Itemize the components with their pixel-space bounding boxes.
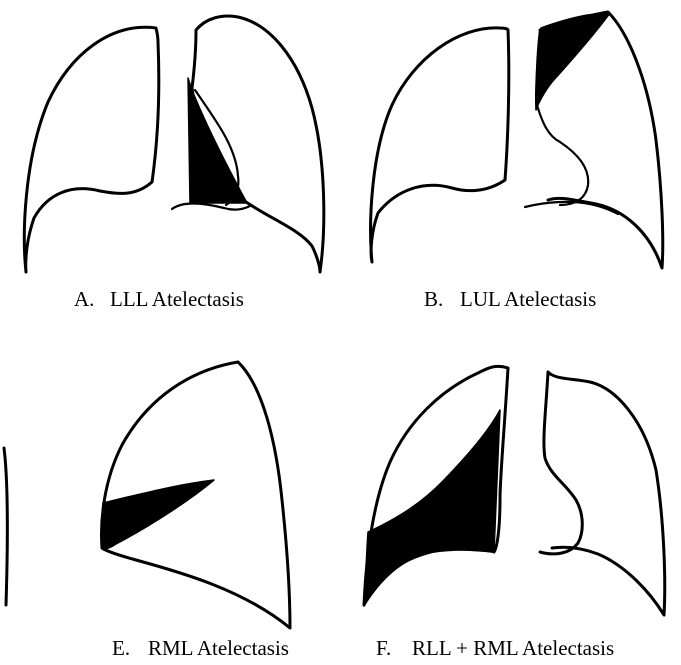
panel-f-drawing: [364, 366, 665, 615]
caption-e: E.RML Atelectasis: [112, 636, 289, 661]
panel-b-drawing: [371, 12, 663, 268]
panel-b-right-lung-outline: [371, 28, 509, 262]
caption-f-label: RLL + RML Atelectasis: [412, 636, 614, 660]
caption-e-label: RML Atelectasis: [148, 636, 289, 660]
caption-f: F.RLL + RML Atelectasis: [376, 636, 614, 661]
caption-a-letter: A.: [74, 287, 110, 312]
caption-b: B.LUL Atelectasis: [424, 287, 596, 312]
panel-a-right-lung-outline: [24, 27, 158, 272]
caption-a-label: LLL Atelectasis: [110, 287, 244, 311]
panel-b-lul-collapse: [536, 13, 610, 110]
panel-e-rml-collapse: [102, 480, 214, 549]
panel-f-left-lung-outline: [540, 372, 665, 615]
panel-a-drawing: [24, 16, 323, 272]
caption-b-letter: B.: [424, 287, 460, 312]
caption-e-letter: E.: [112, 636, 148, 661]
caption-f-letter: F.: [376, 636, 412, 661]
caption-a: A.LLL Atelectasis: [74, 287, 244, 312]
panel-e-drawing: [4, 362, 290, 628]
panel-a-diaphragm-line: [172, 204, 250, 210]
caption-b-label: LUL Atelectasis: [460, 287, 596, 311]
panel-e-edge-fragment: [4, 448, 7, 605]
panel-f-rll-rml-collapse: [364, 410, 500, 606]
